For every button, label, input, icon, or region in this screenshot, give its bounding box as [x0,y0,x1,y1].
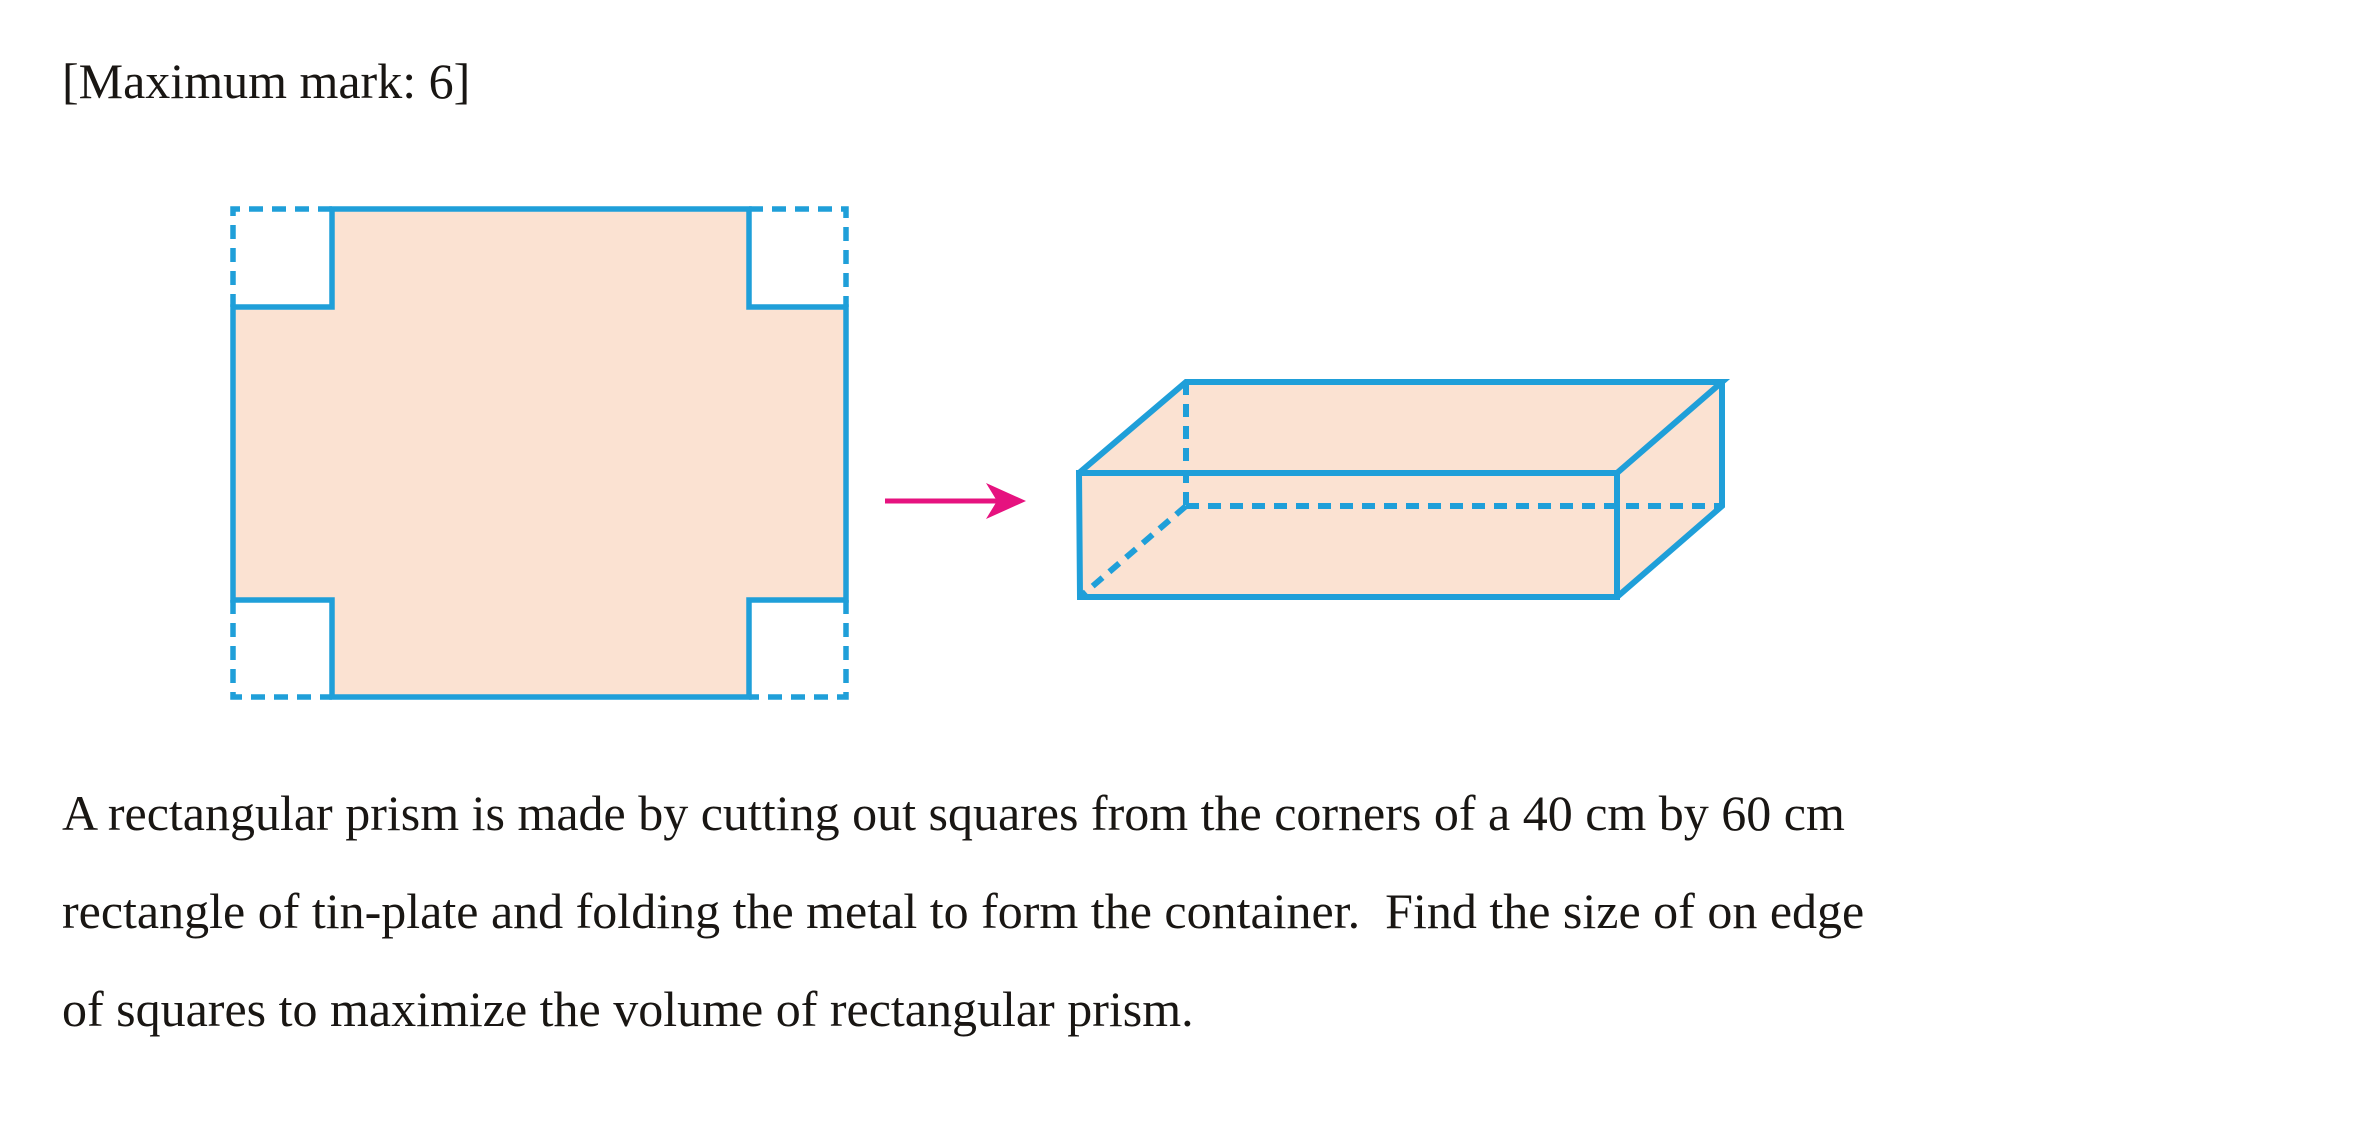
prism-hidden-edges [1078,382,1722,600]
prism-silhouette [1079,382,1722,597]
problem-line-1: A rectangular prism is made by cutting o… [62,785,1845,841]
problem-line-3: of squares to maximize the volume of rec… [62,981,1194,1037]
arrow-head [986,483,1026,519]
problem-line-2: rectangle of tin-plate and folding the m… [62,883,1865,939]
net-diagram [230,206,849,700]
cut-corner-bottom-right-dashed [749,600,849,700]
cut-corner-top-left-dashed [230,206,332,307]
max-mark-label: [Maximum mark: 6] [62,53,471,109]
net-cross-sheet [230,206,849,700]
cut-corner-top-right-dashed [749,206,849,307]
prism-solid-edges [1075,379,1731,600]
fold-transformation-arrow [885,483,1026,519]
problem-paragraph: A rectangular prism is made by cutting o… [62,764,2324,1058]
cut-corner-bottom-left-dashed [230,600,332,700]
prism-diagram [1075,379,1731,600]
